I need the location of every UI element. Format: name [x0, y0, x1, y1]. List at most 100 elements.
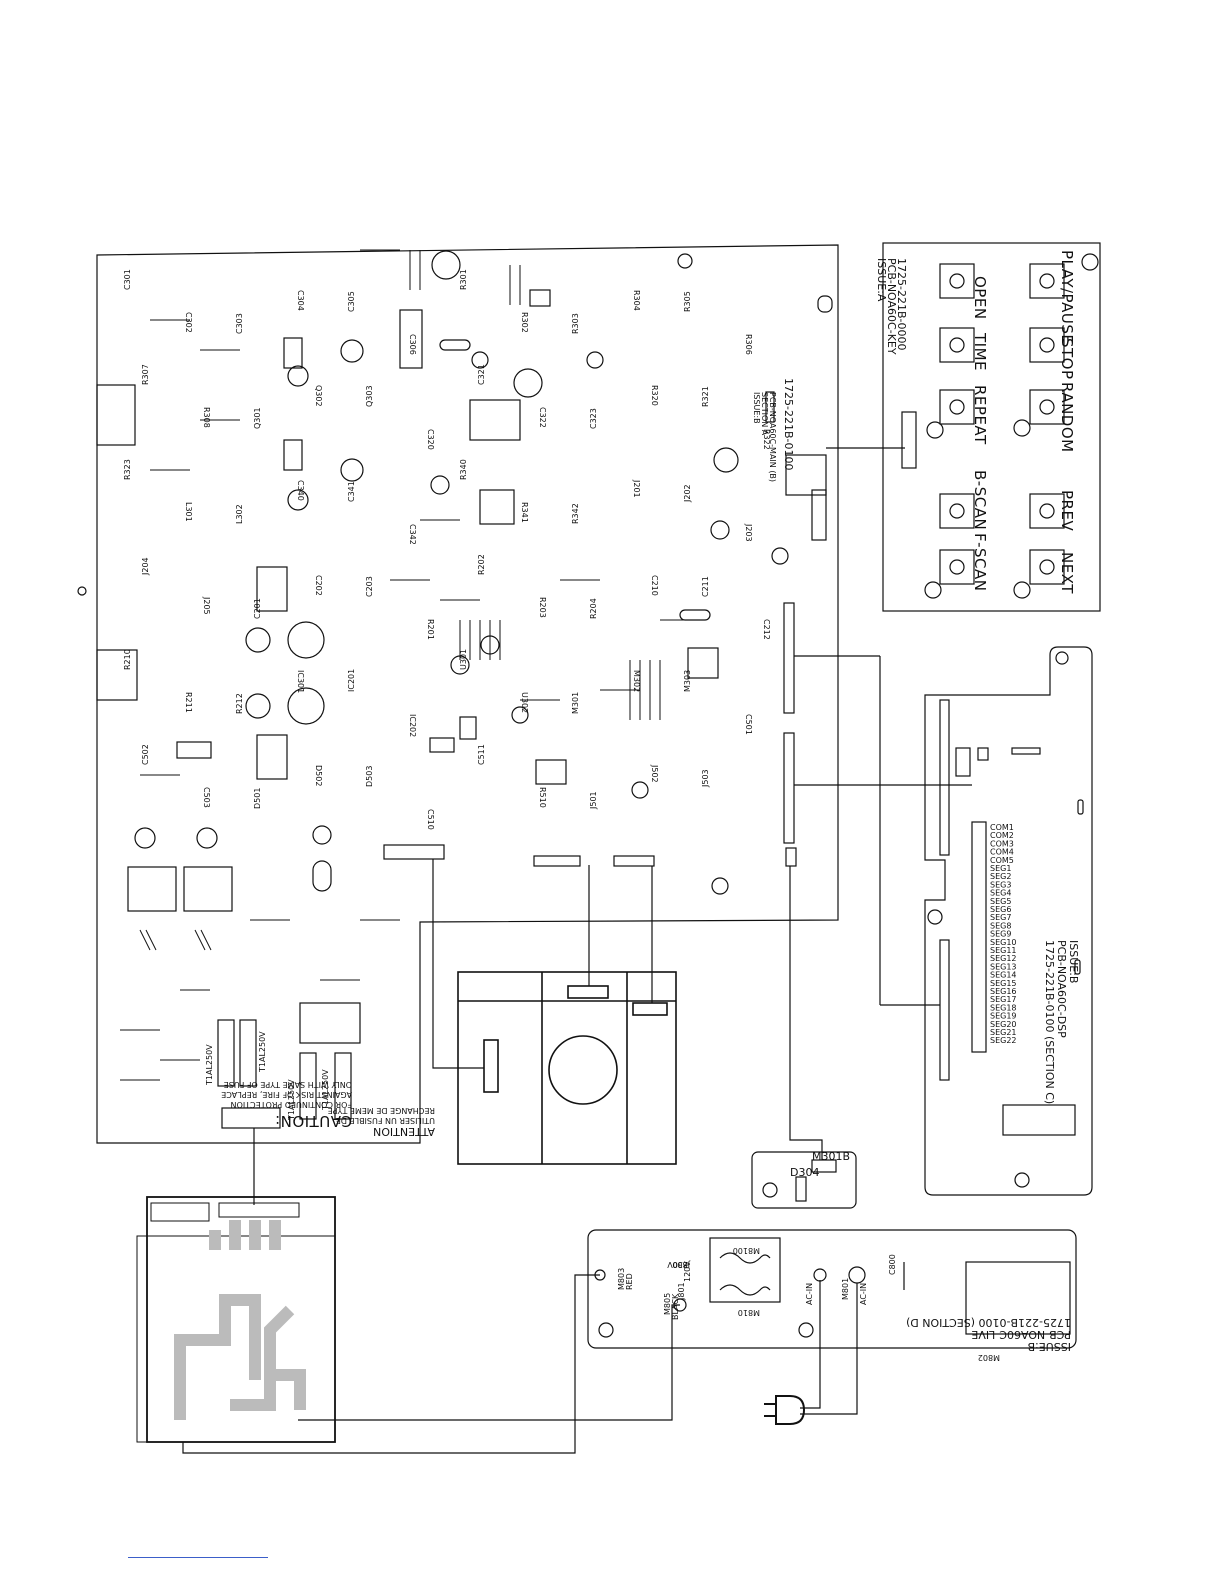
component-designator: R211 [184, 692, 193, 713]
component-designator: J204 [141, 557, 150, 576]
component-designator: C342 [408, 524, 417, 545]
component-designator: C320 [426, 429, 435, 450]
display-pin-labels: COM1COM2COM3COM4COM5SEG1SEG2SEG3SEG4SEG5… [990, 823, 1017, 1045]
display-pin-label: SEG10 [990, 938, 1017, 947]
display-pin-label: SEG14 [990, 971, 1017, 980]
wire-label: RED [625, 1273, 634, 1290]
display-board-outline [924, 646, 1093, 1196]
switch-repeat [939, 389, 975, 425]
caution-line-2: AGAINST RISK OF FIRE, REPLACE [221, 1090, 352, 1099]
component-designator: R305 [683, 291, 692, 312]
component-designator: J503 [701, 769, 710, 788]
display-connector-b [939, 939, 950, 1081]
display-pin-label: SEG6 [990, 905, 1011, 914]
key-switches [939, 263, 1065, 585]
component-designator: C304 [296, 290, 305, 311]
display-pin-label: SEG18 [990, 1003, 1017, 1012]
switch-fscan [939, 549, 975, 585]
component-designator: C323 [589, 408, 598, 429]
display-pin-label: COM5 [990, 856, 1014, 865]
power-supply-board [136, 1128, 680, 1454]
key-pcb-label: PCB-NOA60C-KEY [885, 258, 898, 355]
fuse-label: T1AL250V [321, 1069, 330, 1111]
attention-block: ATTENTION UTILISER UN FUSIBLE DE RECHANG… [328, 1106, 435, 1138]
display-pin-label: SEG12 [990, 954, 1017, 963]
key-prev: PREV [1058, 490, 1076, 531]
display-pin-label: SEG4 [990, 889, 1011, 898]
wire-label: BLACK [671, 1293, 680, 1320]
live-part: C800 [888, 1254, 897, 1275]
display-pin-label: COM2 [990, 831, 1014, 840]
attention-title: ATTENTION [373, 1125, 435, 1138]
key-random: RANDOM [1058, 382, 1076, 453]
mount-slot [817, 295, 833, 313]
live-part: M803 [617, 1268, 626, 1290]
display-pin-label: COM1 [990, 823, 1014, 832]
component-designator: C341 [347, 481, 356, 502]
main-issue-label: ISSUE:B [752, 392, 761, 424]
connector-strip [783, 602, 795, 714]
component-designator: R307 [141, 364, 150, 385]
attention-line-1: UTILISER UN FUSIBLE DE [336, 1116, 435, 1125]
component-designator: C322 [538, 407, 547, 428]
key-open: OPEN [971, 276, 989, 320]
attention-line-2: RECHANGE DE MEME TYPE [328, 1106, 435, 1115]
live-board-labels: ISSUE:B PCB-NOA60C-LIVE 1725-221B-0100 (… [617, 1246, 1071, 1362]
display-ir-module [1002, 1104, 1076, 1136]
display-pin-label: SEG21 [990, 1028, 1017, 1037]
component-designator: R202 [477, 554, 486, 575]
component-designator: L302 [235, 504, 244, 524]
live-part: M802 [978, 1353, 1000, 1362]
main-board-outline [96, 244, 839, 1144]
live-issue-label: ISSUE:B [1028, 1340, 1071, 1353]
key-issue-label: ISSUE:A [875, 258, 888, 302]
display-pin-label: SEG15 [990, 979, 1017, 988]
component-designator: R212 [235, 693, 244, 714]
display-pin-label: SEG22 [990, 1036, 1017, 1045]
component-designator: R322 [762, 429, 771, 450]
live-pcb-label: PCB-NOA60C-LIVE [971, 1328, 1071, 1341]
key-f-scan: F-SCAN [971, 533, 989, 592]
fuse-label: T1AL250V [258, 1031, 267, 1073]
caution-block: CAUTION: FOR CONTINUED PROTECTION AGAINS… [221, 1080, 352, 1130]
live-part: J801 [677, 1282, 686, 1301]
component-designator: R341 [520, 502, 529, 523]
component-designator: R210 [123, 649, 132, 670]
component-designator: M303 [683, 670, 692, 692]
display-pin-label: SEG2 [990, 872, 1011, 881]
key-board-label: 1725-221B-0000 [895, 258, 908, 350]
component-designator: C303 [235, 313, 244, 334]
small-board-labels: M301B D304 [790, 1150, 850, 1179]
component-designator: R340 [459, 459, 468, 480]
component-designator: C503 [202, 787, 211, 808]
key-connector [901, 411, 917, 469]
key-play-pause: PLAY/PAUSE [1058, 250, 1076, 344]
fuse-label: T1AL250V [287, 1079, 296, 1121]
component-designator: C202 [314, 575, 323, 596]
component-designator: C305 [347, 291, 356, 312]
key-stop: STOP [1058, 338, 1076, 380]
component-designator: R342 [571, 503, 580, 524]
component-designator: C340 [296, 480, 305, 501]
component-designator: IC202 [408, 714, 417, 737]
component-designator: C511 [477, 744, 486, 765]
small-board-label: M301B [812, 1150, 850, 1163]
component-designator: R320 [650, 385, 659, 406]
display-pin-label: SEG11 [990, 946, 1017, 955]
live-board [587, 1229, 1077, 1425]
component-designator: R303 [571, 313, 580, 334]
component-designator: C501 [744, 714, 753, 735]
component-designator: M301 [571, 692, 580, 714]
component-designator: Q302 [314, 385, 323, 407]
component-designator: C212 [762, 619, 771, 640]
display-pin-label: SEG3 [990, 880, 1011, 889]
component-designator: Q301 [253, 407, 262, 429]
display-issue-label: ISSUE:B [1067, 940, 1080, 983]
key-board-outline [882, 242, 1101, 612]
component-designator: C201 [253, 598, 262, 619]
component-designator: C502 [141, 744, 150, 765]
live-board-label: 1725-221B-0100 (SECTION D) [906, 1316, 1071, 1329]
live-board-outline [587, 1229, 1077, 1349]
switch-play [1029, 263, 1065, 299]
